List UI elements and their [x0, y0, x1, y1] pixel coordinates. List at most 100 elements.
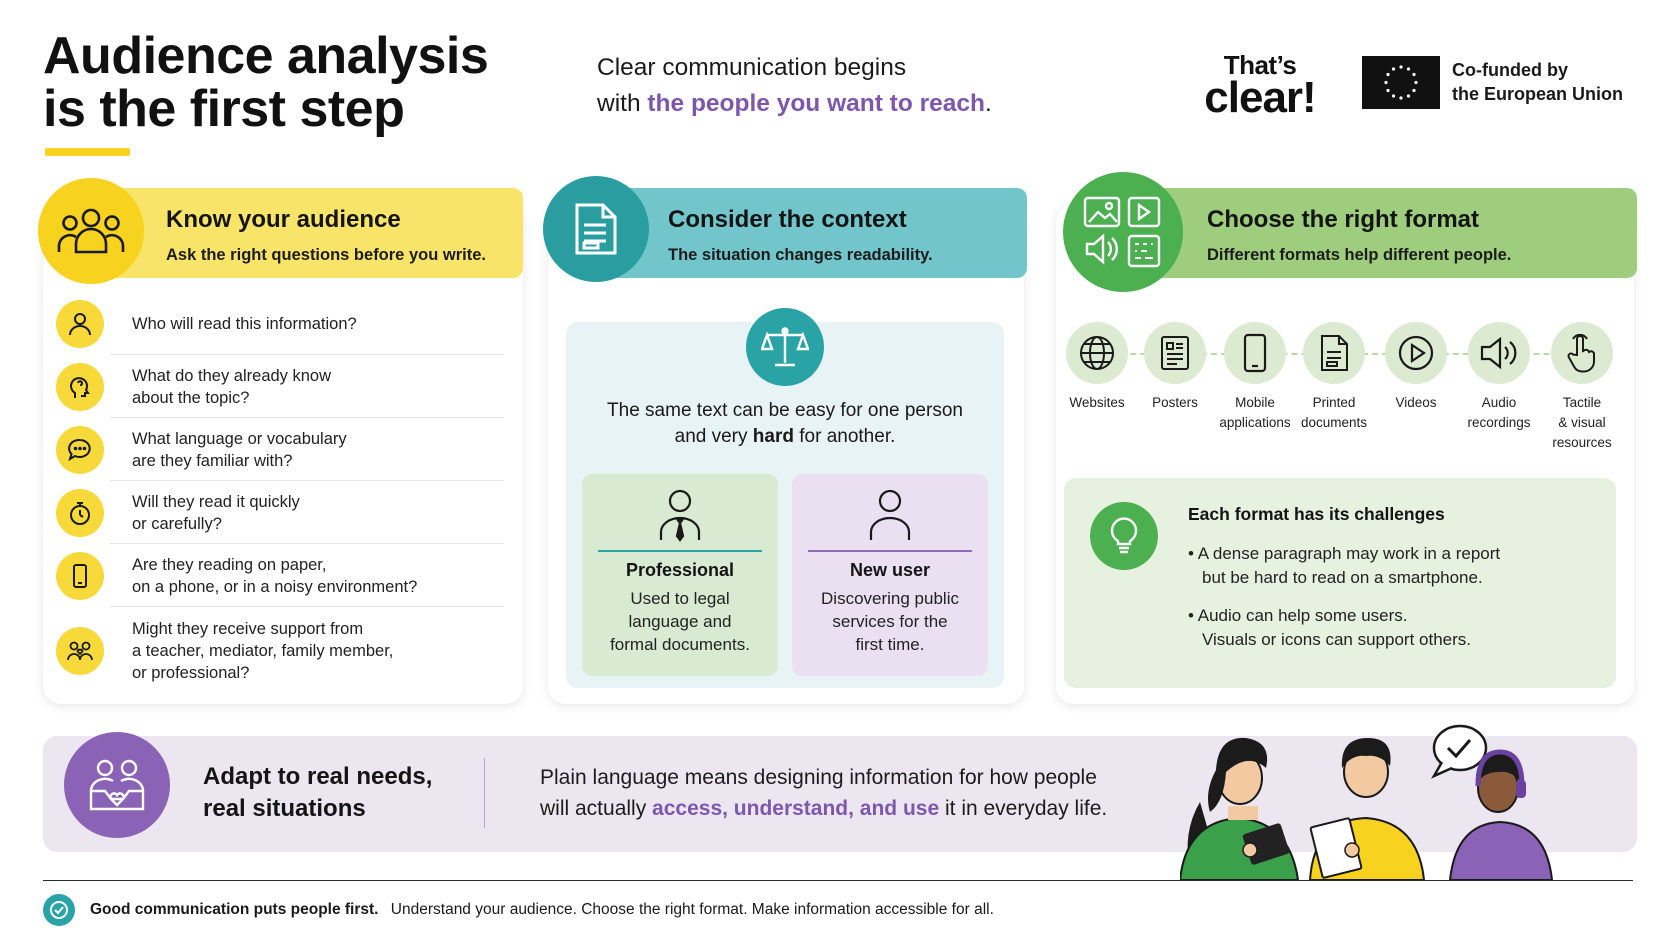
question-text: What language or vocabulary are they fam… — [132, 430, 347, 470]
new-user-persona: New user Discovering public services for… — [792, 474, 988, 676]
format-label: Audio recordings — [1467, 395, 1531, 430]
adapt-title-line-1: Adapt to real needs, — [203, 763, 433, 790]
tagline-suffix: . — [985, 90, 992, 117]
justice-scale-badge — [746, 308, 824, 386]
format-audio: Audio recordings — [1454, 322, 1544, 433]
footer-bold: Good communication puts people first. — [90, 901, 379, 918]
globe-icon — [1066, 322, 1128, 384]
person-icon — [56, 300, 104, 348]
question-item: What do they already know about the topi… — [56, 363, 504, 411]
tagline-highlight: the people you want to reach — [647, 90, 985, 117]
document-list-icon — [575, 203, 617, 255]
phone-icon — [56, 552, 104, 600]
footer-check-icon — [43, 894, 75, 926]
challenges-panel — [1064, 478, 1616, 688]
format-label: Websites — [1069, 395, 1125, 410]
format-badge — [1063, 172, 1183, 292]
man-with-paper-figure — [1308, 738, 1426, 880]
stopwatch-icon — [56, 489, 104, 537]
speaker-icon — [1468, 322, 1530, 384]
lightbulb-icon — [1110, 517, 1138, 554]
challenge-1-line-1: • A dense paragraph may work in a report — [1188, 544, 1501, 563]
format-mobile: Mobile applications — [1210, 322, 1300, 433]
format-label: Posters — [1152, 395, 1198, 410]
context-banner — [604, 188, 1027, 278]
new-user-desc: Discovering public services for the firs… — [821, 589, 959, 654]
adapt-text-highlight: access, understand, and use — [652, 797, 940, 820]
question-text: Are they reading on paper, on a phone, o… — [132, 556, 418, 596]
professional-persona: Professional Used to legal language and … — [582, 474, 778, 676]
statement-line-1: The same text can be easy for one person — [607, 400, 963, 421]
group-support-icon — [56, 627, 104, 675]
tagline-line-2: with the people you want to reach. — [597, 86, 1067, 122]
divider — [110, 543, 504, 544]
format-label: Tactile & visual resources — [1552, 395, 1612, 450]
eu-line-2: the European Union — [1452, 84, 1623, 104]
challenges-title: Each format has its challenges — [1188, 504, 1445, 524]
question-item: What language or vocabulary are they fam… — [56, 426, 504, 474]
professional-desc: Used to legal language and formal docume… — [610, 589, 750, 654]
new-user-icon — [869, 489, 911, 540]
eu-line-1: Co-funded by — [1452, 60, 1568, 80]
persona-divider — [598, 550, 762, 552]
know-audience-badge — [38, 178, 144, 284]
question-text: Who will read this information? — [132, 315, 357, 333]
format-label: Videos — [1395, 395, 1437, 410]
format-videos: Videos — [1371, 322, 1461, 413]
mobile-icon — [1224, 322, 1286, 384]
divider — [110, 417, 504, 418]
people-illustration — [1180, 710, 1600, 880]
adapt-text-pre: will actually — [540, 797, 653, 820]
know-audience-subtitle: Ask the right questions before you write… — [166, 246, 486, 264]
media-formats-icon — [1083, 196, 1161, 268]
adapt-text-line-2: will actually access, understand, and us… — [540, 793, 1107, 824]
know-audience-card — [43, 204, 523, 704]
scale-icon — [761, 327, 809, 367]
adapt-title-line-2: real situations — [203, 795, 366, 822]
speech-bubble-icon — [56, 426, 104, 474]
format-banner — [1110, 188, 1637, 278]
adapt-badge — [64, 732, 170, 838]
question-item: Who will read this information? — [56, 300, 504, 348]
new-user-title: New user — [849, 560, 931, 580]
question-text: Will they read it quickly or carefully? — [132, 493, 300, 533]
context-badge — [543, 176, 649, 282]
format-label: Mobile applications — [1219, 395, 1291, 430]
people-heart-icon — [89, 759, 145, 811]
context-subtitle: The situation changes readability. — [668, 246, 933, 264]
footer-body: Understand your audience. Choose the rig… — [390, 901, 994, 918]
adapt-text-line-1: Plain language means designing informati… — [540, 766, 1097, 789]
thats-clear-logo: That’s clear! — [1190, 52, 1330, 120]
title-underline — [45, 148, 130, 156]
person-with-headphones-figure — [1448, 749, 1554, 880]
adapt-text-post: it in everyday life. — [939, 797, 1108, 820]
eu-cofunded-text: Co-funded by the European Union — [1452, 58, 1662, 106]
format-websites: Websites — [1052, 322, 1142, 413]
footer-rule — [43, 880, 1633, 881]
professional-icon — [659, 489, 701, 542]
format-label: Printed documents — [1300, 395, 1368, 430]
head-thought-icon — [56, 363, 104, 411]
woman-with-tablet-figure — [1180, 737, 1300, 880]
context-title: Consider the context — [668, 206, 907, 233]
tagline: Clear communication begins with the peop… — [597, 50, 1067, 122]
group-icon — [57, 208, 125, 254]
title-line-1: Audience analysis — [43, 27, 489, 85]
tagline-line-1: Clear communication begins — [597, 54, 907, 81]
eu-flag-icon — [1362, 56, 1440, 109]
challenge-1-line-2: but be hard to read on a smartphone. — [1202, 568, 1483, 587]
statement-post: for another. — [793, 426, 896, 447]
tagline-prefix: with — [597, 90, 641, 117]
format-printed: Printed documents — [1289, 322, 1379, 433]
divider — [110, 606, 504, 607]
format-posters: Posters — [1130, 322, 1220, 413]
challenge-2-line-2: Visuals or icons can support others. — [1202, 630, 1471, 649]
persona-divider — [808, 550, 972, 552]
adapt-divider — [484, 758, 485, 828]
challenge-2-line-1: • Audio can help some users. — [1188, 606, 1408, 625]
document-icon — [1303, 322, 1365, 384]
know-audience-banner — [95, 188, 523, 278]
question-text: Might they receive support from a teache… — [132, 620, 394, 682]
question-text: What do they already know about the topi… — [132, 367, 332, 407]
challenges-list: • A dense paragraph may work in a report… — [1188, 542, 1500, 652]
